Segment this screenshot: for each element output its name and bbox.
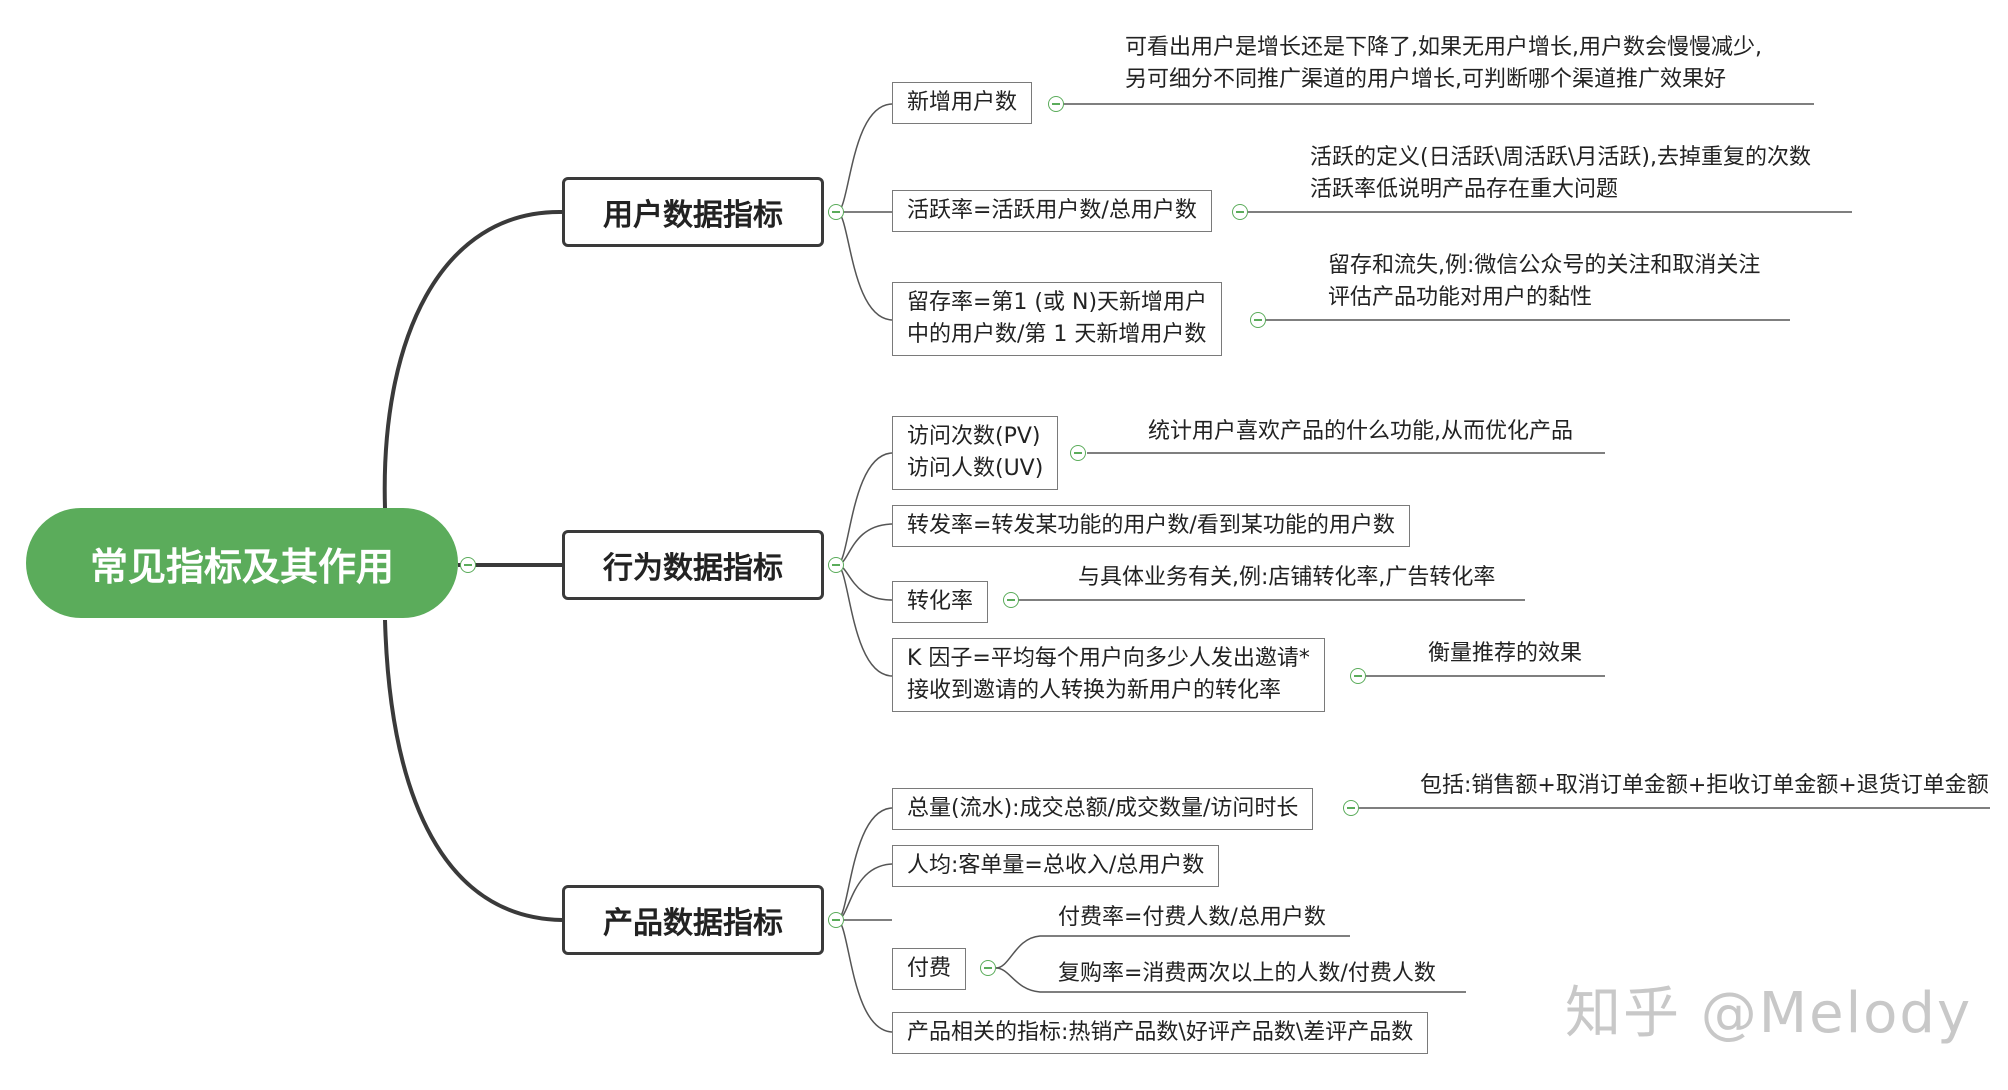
collapse-root-icon[interactable] — [460, 557, 476, 573]
note-line: 另可细分不同推广渠道的用户增长,可判断哪个渠道推广效果好 — [1125, 67, 1726, 92]
node-label: 转发率=转发某功能的用户数/看到某功能的用户数 — [907, 513, 1395, 538]
node-share-rate[interactable]: 转发率=转发某功能的用户数/看到某功能的用户数 — [892, 505, 1410, 547]
node-conversion-rate[interactable]: 转化率 — [892, 581, 989, 623]
note-retention: 留存和流失,例:微信公众号的关注和取消关注 评估产品功能对用户的黏性 — [1328, 250, 1760, 314]
node-active-rate[interactable]: 活跃率=活跃用户数/总用户数 — [892, 190, 1212, 232]
category-user-metrics[interactable]: 用户数据指标 — [562, 177, 824, 247]
node-label: 接收到邀请的人转换为新用户的转化率 — [907, 678, 1282, 703]
node-label: 留存率=第1 (或 N)天新增用户 — [907, 290, 1208, 315]
note-conversion: 与具体业务有关,例:店铺转化率,广告转化率 — [1078, 562, 1495, 594]
note-line: 统计用户喜欢产品的什么功能,从而优化产品 — [1148, 419, 1573, 444]
note-line: 包括:销售额+取消订单金额+拒收订单金额+退货订单金额 — [1420, 773, 1989, 798]
collapse-payment-icon[interactable] — [980, 960, 996, 976]
node-label: 总量(流水):成交总额/成交数量/访问时长 — [907, 796, 1299, 821]
node-pv-uv[interactable]: 访问次数(PV) 访问人数(UV) — [892, 416, 1059, 490]
node-label: K 因子=平均每个用户向多少人发出邀请* — [907, 646, 1310, 671]
note-pv-uv: 统计用户喜欢产品的什么功能,从而优化产品 — [1148, 416, 1573, 448]
category-behavior-metrics[interactable]: 行为数据指标 — [562, 530, 824, 600]
node-label: 新增用户数 — [907, 90, 1018, 115]
note-line: 可看出用户是增长还是下降了,如果无用户增长,用户数会慢慢减少, — [1125, 35, 1762, 60]
node-label: 付费 — [907, 956, 952, 981]
watermark: 知乎 @Melody — [1565, 981, 1973, 1046]
note-line: 活跃的定义(日活跃\周活跃\月活跃),去掉重复的次数 — [1310, 145, 1811, 170]
node-label: 产品相关的指标:热销产品数\好评产品数\差评产品数 — [907, 1020, 1414, 1045]
note-line: 复购率=消费两次以上的人数/付费人数 — [1058, 961, 1436, 986]
node-label: 人均:客单量=总收入/总用户数 — [907, 853, 1205, 878]
node-label: 访问人数(UV) — [907, 456, 1044, 481]
node-new-users[interactable]: 新增用户数 — [892, 82, 1033, 124]
collapse-pv-uv-icon[interactable] — [1070, 445, 1086, 461]
collapse-active-rate-icon[interactable] — [1232, 204, 1248, 220]
note-k-factor: 衡量推荐的效果 — [1428, 638, 1582, 670]
node-retention-rate[interactable]: 留存率=第1 (或 N)天新增用户 中的用户数/第 1 天新增用户数 — [892, 282, 1223, 356]
collapse-retention-icon[interactable] — [1250, 312, 1266, 328]
collapse-product-icon[interactable] — [828, 912, 844, 928]
note-line: 留存和流失,例:微信公众号的关注和取消关注 — [1328, 253, 1761, 278]
branch-user — [382, 209, 563, 509]
node-label: 中的用户数/第 1 天新增用户数 — [907, 322, 1207, 347]
node-payment[interactable]: 付费 — [892, 948, 967, 990]
collapse-total-volume-icon[interactable] — [1343, 800, 1359, 816]
collapse-user-icon[interactable] — [828, 204, 844, 220]
category-product-metrics[interactable]: 产品数据指标 — [562, 885, 824, 955]
node-product-indicators[interactable]: 产品相关的指标:热销产品数\好评产品数\差评产品数 — [892, 1012, 1429, 1054]
note-active-rate: 活跃的定义(日活跃\周活跃\月活跃),去掉重复的次数 活跃率低说明产品存在重大问… — [1310, 142, 1811, 206]
node-label: 转化率 — [907, 589, 974, 614]
node-total-volume[interactable]: 总量(流水):成交总额/成交数量/访问时长 — [892, 788, 1314, 830]
collapse-behavior-icon[interactable] — [828, 557, 844, 573]
collapse-new-users-icon[interactable] — [1048, 96, 1064, 112]
note-line: 与具体业务有关,例:店铺转化率,广告转化率 — [1078, 565, 1496, 590]
node-k-factor[interactable]: K 因子=平均每个用户向多少人发出邀请* 接收到邀请的人转换为新用户的转化率 — [892, 638, 1325, 712]
node-per-capita[interactable]: 人均:客单量=总收入/总用户数 — [892, 845, 1220, 887]
note-repurchase-rate: 复购率=消费两次以上的人数/付费人数 — [1058, 958, 1436, 990]
note-line: 付费率=付费人数/总用户数 — [1058, 905, 1326, 930]
note-new-users: 可看出用户是增长还是下降了,如果无用户增长,用户数会慢慢减少, 另可细分不同推广… — [1125, 32, 1762, 96]
note-line: 活跃率低说明产品存在重大问题 — [1310, 177, 1619, 202]
branch-product — [383, 619, 563, 922]
note-pay-rate: 付费率=付费人数/总用户数 — [1058, 902, 1326, 934]
node-label: 活跃率=活跃用户数/总用户数 — [907, 198, 1197, 223]
collapse-k-factor-icon[interactable] — [1350, 668, 1366, 684]
note-line: 衡量推荐的效果 — [1428, 641, 1583, 666]
collapse-conversion-icon[interactable] — [1003, 592, 1019, 608]
root-topic[interactable]: 常见指标及其作用 — [26, 508, 458, 618]
note-line: 评估产品功能对用户的黏性 — [1328, 285, 1593, 310]
node-label: 访问次数(PV) — [907, 424, 1041, 449]
note-total-volume: 包括:销售额+取消订单金额+拒收订单金额+退货订单金额 — [1420, 770, 1989, 802]
